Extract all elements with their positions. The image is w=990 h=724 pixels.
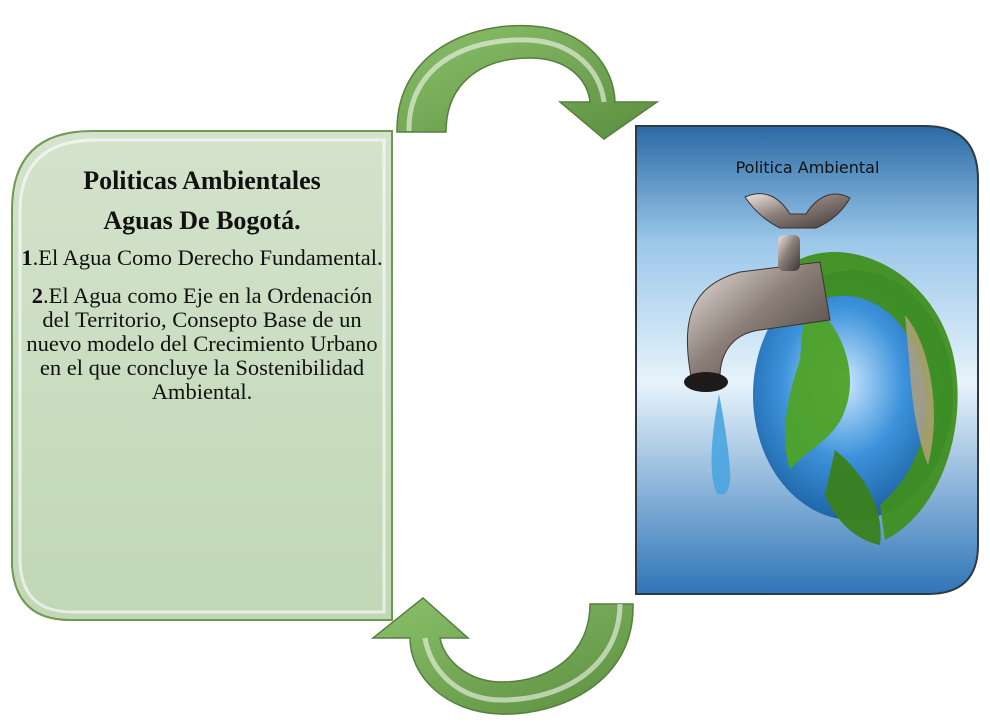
policy-item-1-number: 1: [21, 245, 33, 270]
left-card: [11, 130, 393, 621]
policy-item-1-text: .El Agua Como Derecho Fundamental.: [32, 245, 383, 270]
top-cycle-arrow: [396, 24, 660, 140]
policy-item-2-text: .El Agua como Eje en la Ordenación del T…: [26, 283, 378, 404]
water-drop-icon: [711, 394, 731, 495]
title-line-2: Aguas De Bogotá.: [103, 206, 301, 235]
policy-item-2: 2.El Agua como Eje en la Ordenación del …: [16, 284, 388, 404]
left-card-text: Politicas Ambientales Aguas De Bogotá. 1…: [16, 158, 388, 418]
earth-globe-illustration: [753, 252, 958, 545]
right-card-label: Politica Ambiental: [735, 158, 880, 177]
bottom-cycle-arrow: [370, 597, 634, 715]
policy-item-1: 1.El Agua Como Derecho Fundamental.: [16, 246, 388, 270]
left-card-inner-border: [18, 138, 386, 614]
policy-item-2-number: 2: [31, 283, 43, 308]
title-line-1: Politicas Ambientales: [83, 166, 321, 195]
water-tap-illustration: [684, 193, 851, 495]
